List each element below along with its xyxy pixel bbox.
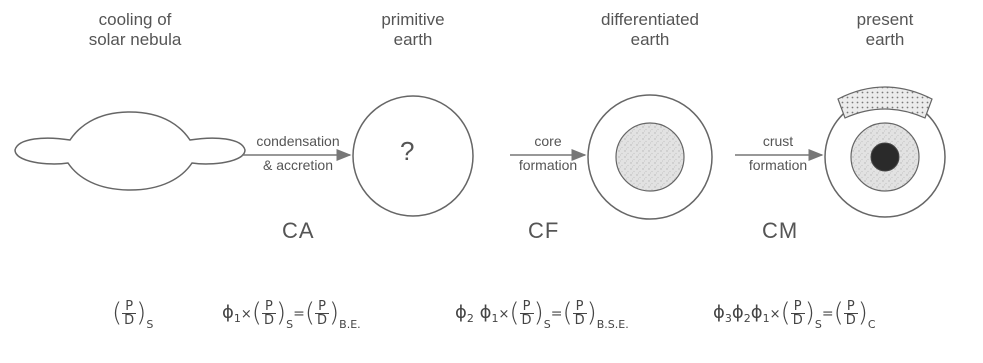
solar-nebula-shape xyxy=(15,112,245,190)
unknown-interior-question-mark: ? xyxy=(400,136,414,167)
process-code-cm: CM xyxy=(762,218,798,244)
arrow-label-condensation: condensation& accretion xyxy=(238,129,358,177)
process-code-ca: CA xyxy=(282,218,315,244)
process-code-cf: CF xyxy=(528,218,559,244)
differentiated-earth-core xyxy=(616,123,684,191)
present-earth-inner-core xyxy=(871,143,899,171)
present-earth-crust xyxy=(838,87,932,118)
